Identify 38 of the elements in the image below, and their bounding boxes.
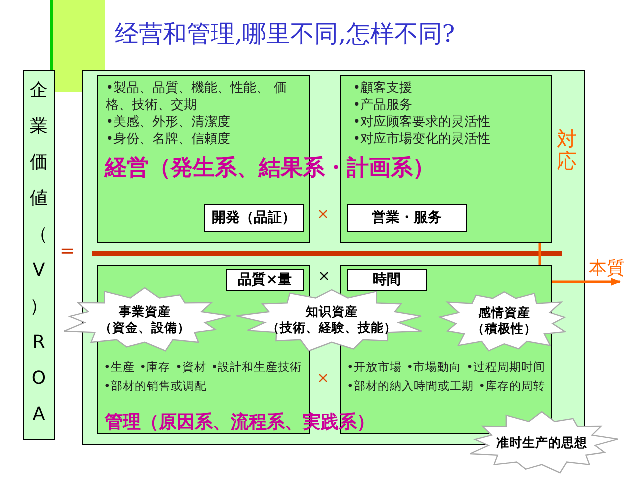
times-sign: × bbox=[317, 370, 330, 386]
label-box: 時間 bbox=[347, 269, 427, 291]
bullet-item: •生産 bbox=[104, 360, 135, 374]
bullet-item: •对应市場变化的灵活性 bbox=[353, 131, 492, 148]
bullet-item: •库存的周转 bbox=[478, 379, 546, 393]
label-box: 開発（品証） bbox=[204, 204, 304, 232]
axis-label: 本質 bbox=[589, 259, 625, 279]
times-sign: × bbox=[318, 268, 331, 284]
callout-text: 知识資産 bbox=[306, 304, 358, 320]
callout-text: 感情資産 bbox=[478, 305, 530, 321]
label-box: 品質×量 bbox=[226, 269, 304, 291]
list-box bbox=[340, 75, 552, 243]
bullet-item: •过程周期时间 bbox=[466, 360, 546, 374]
times-sign: × bbox=[317, 206, 330, 222]
callout-text: （技術、経験、技能） bbox=[267, 320, 397, 336]
bullet-item: •製品、品質、機能、性能、 価格、技術、交期 bbox=[106, 80, 288, 114]
bullet-item: •开放市場 bbox=[347, 360, 402, 374]
vertical-label: 企業価値（V）ROA bbox=[29, 79, 49, 427]
callout-text: （積极性） bbox=[472, 321, 537, 337]
bullet-item: •美感、外形、清潔度 bbox=[106, 114, 232, 131]
bullet-item: •顧客支援 bbox=[353, 80, 414, 97]
bullet-item: •产品服务 bbox=[353, 97, 414, 114]
bullet-item: •对应顾客要求的灵活性 bbox=[353, 114, 492, 131]
bullet-item: •部材的納入時間或工期 bbox=[347, 379, 474, 393]
bullet-item: •市場動向 bbox=[406, 360, 462, 374]
value-box bbox=[23, 70, 55, 440]
callout-text: （資金、設備） bbox=[100, 320, 190, 336]
axis-label: 対応 bbox=[557, 128, 577, 172]
title: 经营和管理,哪里不同,怎样不同? bbox=[115, 19, 456, 50]
callout-text: 准时生产的思想 bbox=[496, 435, 588, 451]
equals-sign: = bbox=[60, 242, 76, 262]
bullet-item: •庫存 bbox=[140, 360, 171, 374]
bullet-item: •設計和生産技術 bbox=[211, 360, 302, 374]
bullet-item: •資材 bbox=[176, 360, 206, 374]
callout-text: 事業資産 bbox=[119, 304, 171, 320]
bullet-item: •身份、名牌、信頼度 bbox=[106, 131, 232, 148]
label-box: 営業・服务 bbox=[347, 204, 467, 232]
bullet-item: •部材的销售或调配 bbox=[104, 379, 207, 393]
